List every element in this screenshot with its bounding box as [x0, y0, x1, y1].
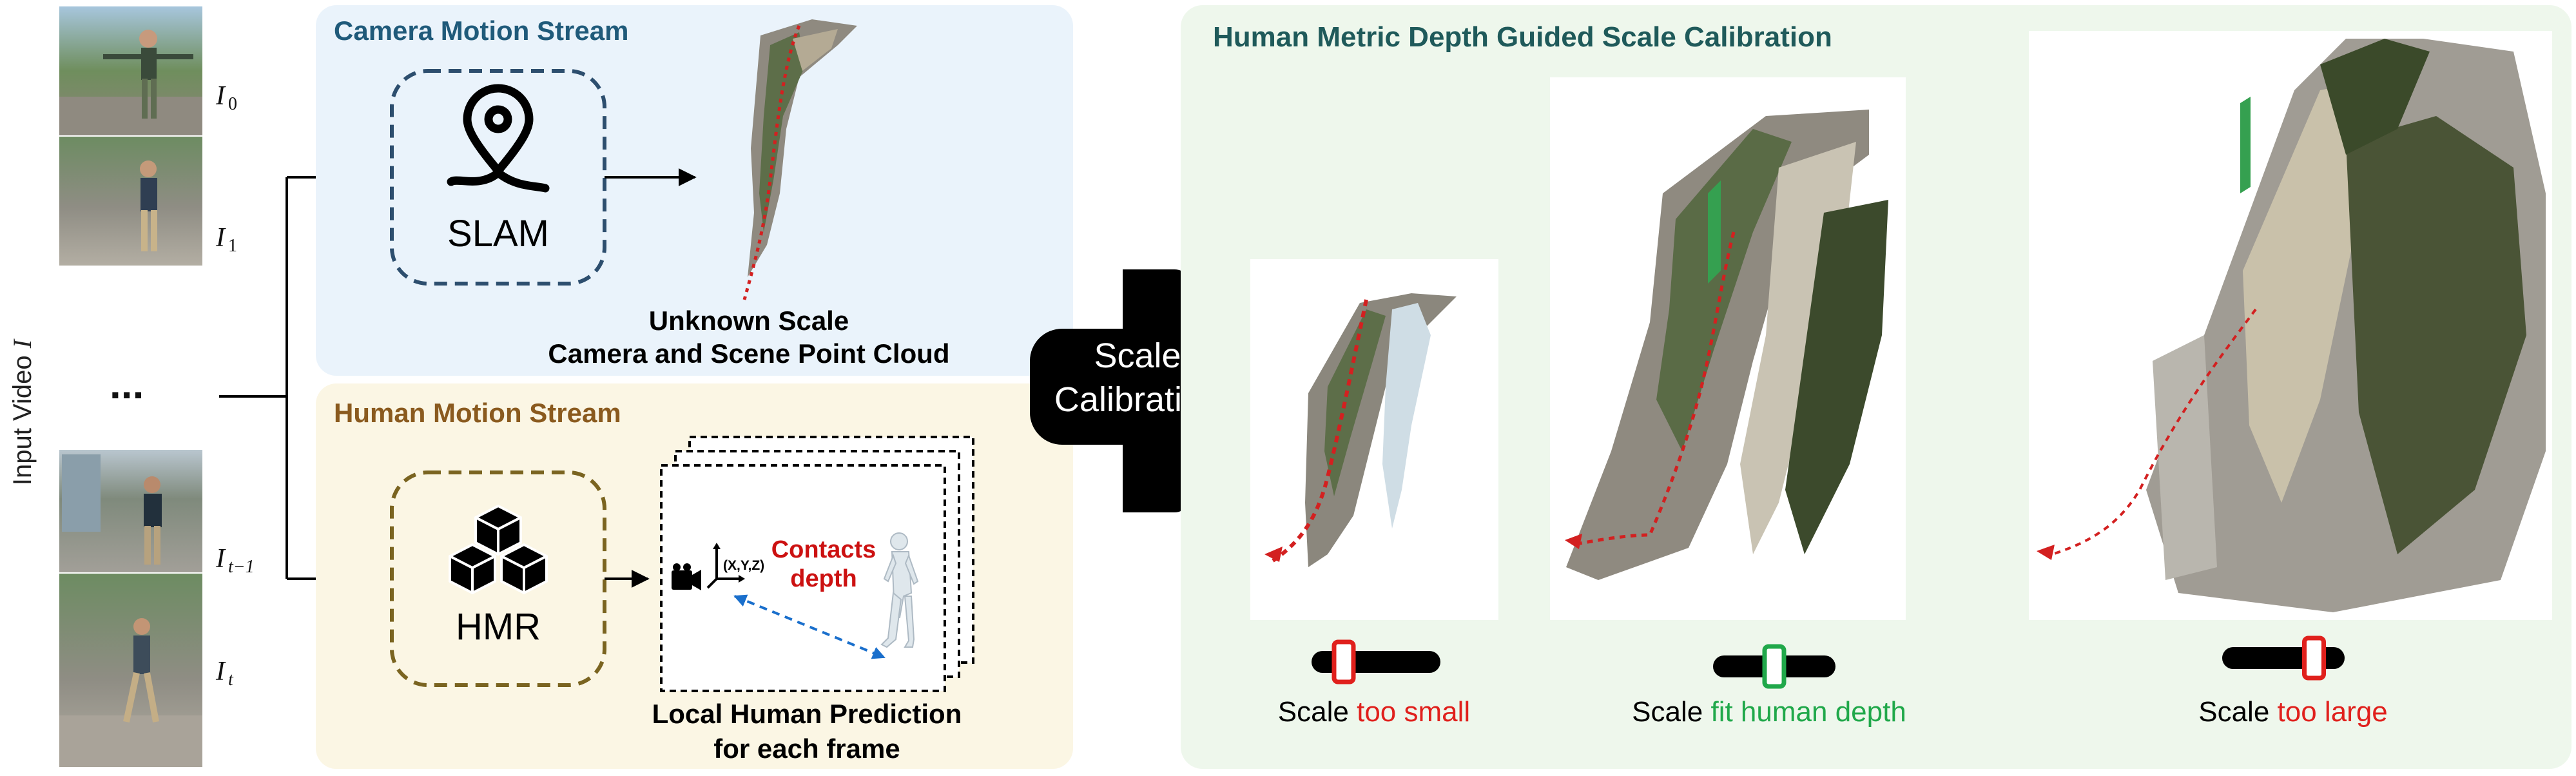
- frame-label-1: I 1: [215, 223, 237, 256]
- calibration-line1: Scale: [1094, 336, 1181, 375]
- fit-depth-caption: Scale fit human depth: [1632, 696, 1906, 728]
- human-mesh-figure: [880, 532, 919, 648]
- video-frame-t: [59, 574, 202, 767]
- frames-ellipsis: ...: [110, 361, 144, 407]
- too-small-caption: Scale too small: [1278, 696, 1470, 728]
- scale-slider-marker: [2302, 635, 2326, 681]
- frame-stack: [660, 436, 974, 692]
- camera-motion-stream: Camera Motion Stream SLAM Unknown Scale …: [316, 5, 1073, 376]
- frame-label-0: I 0: [215, 81, 237, 114]
- svg-text:I: I: [215, 544, 226, 574]
- scale-slider-marker: [1762, 644, 1787, 689]
- scale-slider-marker: [1332, 639, 1356, 684]
- video-frame-1: [59, 137, 202, 266]
- too-large-caption: Scale too large: [2198, 696, 2388, 728]
- human-output-line2: for each frame: [713, 733, 900, 764]
- hmr-label: HMR: [456, 606, 541, 648]
- depth-label: depth: [790, 565, 857, 592]
- contacts-label: Contacts: [771, 536, 876, 563]
- slam-label: SLAM: [447, 213, 549, 255]
- human-output-line1: Local Human Prediction: [652, 699, 962, 729]
- svg-text:0: 0: [228, 94, 237, 114]
- camera-output-line2: Camera and Scene Point Cloud: [548, 338, 949, 369]
- frame-label-t: I t: [215, 657, 234, 690]
- camera-stream-title: Camera Motion Stream: [334, 15, 628, 46]
- frame-label-t-minus-1: I t−1: [215, 544, 255, 577]
- input-video-column: Input Video I: [8, 6, 255, 767]
- scale-calibration-panel: Human Metric Depth Guided Scale Calibrat…: [1181, 5, 2571, 769]
- input-video-label: Input Video I: [8, 338, 37, 485]
- calibration-case-too-small: Scale too small: [1250, 259, 1498, 728]
- calibration-case-fit-human-depth: Scale fit human depth: [1550, 77, 1906, 728]
- svg-text:t: t: [228, 670, 234, 690]
- svg-text:t−1: t−1: [228, 557, 255, 577]
- slam-module: SLAM: [390, 69, 606, 286]
- svg-text:I: I: [215, 223, 226, 253]
- svg-text:1: 1: [228, 236, 237, 256]
- camera-output-line1: Unknown Scale: [649, 306, 849, 336]
- unknown-scale-point-cloud: [742, 19, 857, 300]
- hmr-module: HMR: [390, 470, 606, 687]
- location-pin-icon: [447, 84, 550, 193]
- coordinate-label: (X,Y,Z): [723, 558, 764, 573]
- scale-slider-track: [2222, 647, 2345, 669]
- calibration-panel-title: Human Metric Depth Guided Scale Calibrat…: [1213, 21, 1832, 53]
- calibration-case-too-large: Scale too large: [2029, 31, 2552, 728]
- human-motion-stream: Human Motion Stream HMR: [316, 383, 1073, 769]
- cubes-icon: [449, 505, 548, 594]
- video-frame-0: [59, 6, 202, 135]
- scale-slider-track: [1312, 651, 1440, 673]
- human-stream-title: Human Motion Stream: [334, 398, 621, 428]
- svg-text:I: I: [215, 657, 226, 686]
- coordinate-axes-icon: [706, 543, 745, 589]
- video-frame-t-minus-1: [59, 450, 202, 572]
- svg-text:I: I: [215, 81, 226, 111]
- camera-icon: [672, 563, 701, 590]
